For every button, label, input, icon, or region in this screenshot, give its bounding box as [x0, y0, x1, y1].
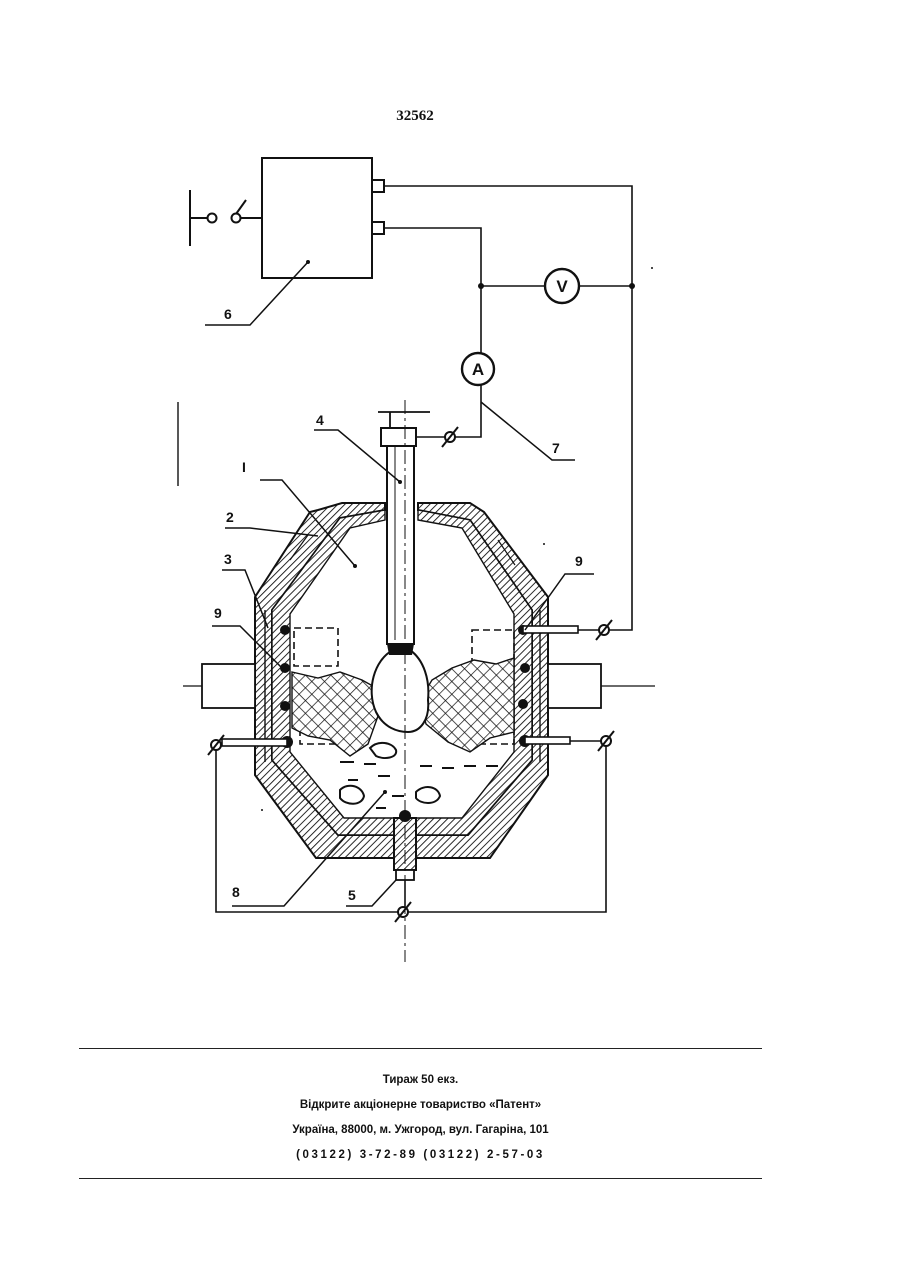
footer-rule-bottom — [79, 1178, 762, 1179]
svg-text:V: V — [556, 277, 568, 296]
label-1: I — [242, 459, 246, 475]
melt-bath — [340, 743, 498, 808]
supply-terminal-bottom — [372, 222, 384, 234]
leader-line-7 — [481, 402, 575, 460]
label-6: 6 — [224, 306, 232, 322]
label-3: 3 — [224, 551, 232, 567]
voltmeter: V — [545, 269, 579, 303]
power-supply-unit — [262, 158, 372, 278]
arc-zone — [372, 650, 429, 732]
imprint-print-run: Тираж 50 екз. — [79, 1068, 762, 1093]
charge-right — [420, 658, 514, 752]
label-5: 5 — [348, 887, 356, 903]
label-4: 4 — [316, 412, 324, 428]
label-9-left: 9 — [214, 605, 222, 621]
top-electrode — [378, 412, 430, 655]
imprint-publisher: Відкрите акціонерне товариство «Патент» — [79, 1093, 762, 1118]
label-2: 2 — [226, 509, 234, 525]
ammeter: A — [462, 353, 494, 385]
footer-rule-top — [79, 1048, 762, 1049]
imprint-address: Україна, 88000, м. Ужгород, вул. Гагарін… — [79, 1118, 762, 1143]
label-8: 8 — [232, 884, 240, 900]
mains-switch — [190, 190, 262, 246]
label-9-right: 9 — [575, 553, 583, 569]
imprint-footer: Тираж 50 екз. Відкрите акціонерне товари… — [79, 1068, 762, 1168]
furnace-circuit-diagram: 6 V A 7 — [0, 0, 901, 1020]
svg-text:A: A — [472, 360, 484, 379]
label-7: 7 — [552, 440, 560, 456]
charge-left — [292, 672, 380, 756]
imprint-phones: (03122) 3-72-89 (03122) 2-57-03 — [79, 1143, 762, 1168]
supply-terminal-top — [372, 180, 384, 192]
